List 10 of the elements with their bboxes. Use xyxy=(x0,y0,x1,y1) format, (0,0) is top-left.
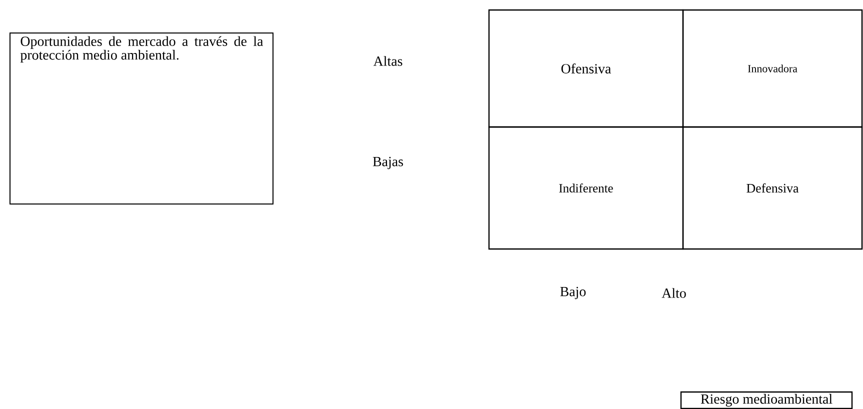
axis-label: Altas xyxy=(373,56,402,66)
text-box: Riesgo medioambiental xyxy=(680,391,853,409)
grid-cell: Ofensiva xyxy=(488,9,684,128)
text-box: Oportunidades de mercado a través de la protección medio ambiental. xyxy=(10,32,274,204)
axis-label: Bajo xyxy=(560,286,586,300)
axis-label: Bajas xyxy=(372,156,403,170)
grid-cell: Defensiva xyxy=(682,126,863,250)
grid-cell: Indiferente xyxy=(488,126,684,250)
grid-cell: Innovadora xyxy=(682,9,863,128)
axis-label: Alto xyxy=(662,288,686,298)
